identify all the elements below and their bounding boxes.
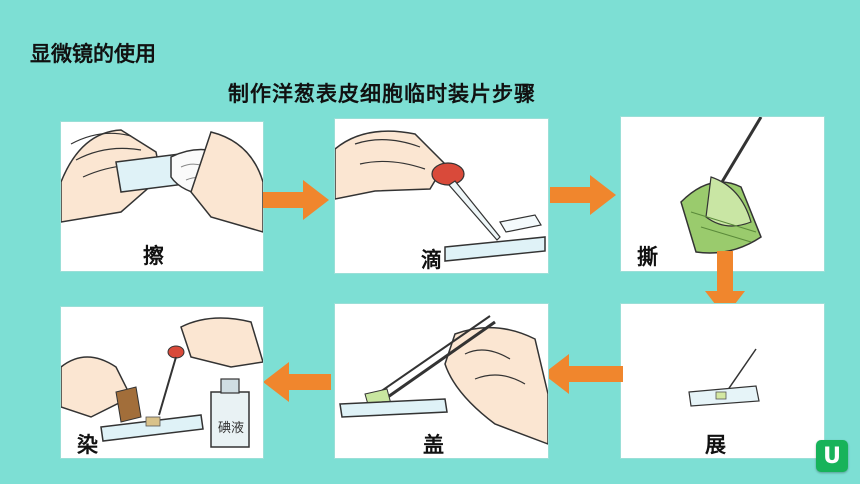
arrow-right-icon xyxy=(550,175,616,215)
slide-subtitle: 制作洋葱表皮细胞临时装片步骤 xyxy=(228,82,536,106)
u-turn-button[interactable]: U xyxy=(816,440,848,472)
step-label-drop: 滴 xyxy=(421,248,442,272)
wiping-slide-illustration xyxy=(61,129,263,233)
cover-slip-illustration xyxy=(339,315,548,445)
step-label-cover: 盖 xyxy=(423,433,444,457)
arrow-right-icon xyxy=(263,180,329,220)
step-label-stain: 染 xyxy=(77,433,98,457)
step-panel-wipe: 擦 xyxy=(60,121,264,272)
step-panel-tear: 撕 xyxy=(620,116,825,272)
u-turn-icon: U xyxy=(823,443,841,469)
step-panel-stain: 碘液 染 xyxy=(60,306,264,459)
staining-illustration xyxy=(61,317,263,448)
step-label-wipe: 擦 xyxy=(143,244,164,268)
tearing-epidermis-illustration xyxy=(680,117,763,254)
step-panel-drop: 滴 xyxy=(334,118,549,274)
step-panel-spread: 展 xyxy=(620,303,825,459)
slide-title: 显微镜的使用 xyxy=(30,42,156,66)
step-label-spread: 展 xyxy=(705,433,726,457)
step-label-tear: 撕 xyxy=(637,245,658,269)
arrow-left-icon xyxy=(543,354,623,394)
reagent-bottle-text: 碘液 xyxy=(217,421,244,436)
spreading-specimen-illustration xyxy=(688,348,760,407)
dropper-illustration xyxy=(335,130,546,262)
arrow-left-icon xyxy=(263,362,331,402)
step-panel-cover: 盖 xyxy=(334,303,549,459)
